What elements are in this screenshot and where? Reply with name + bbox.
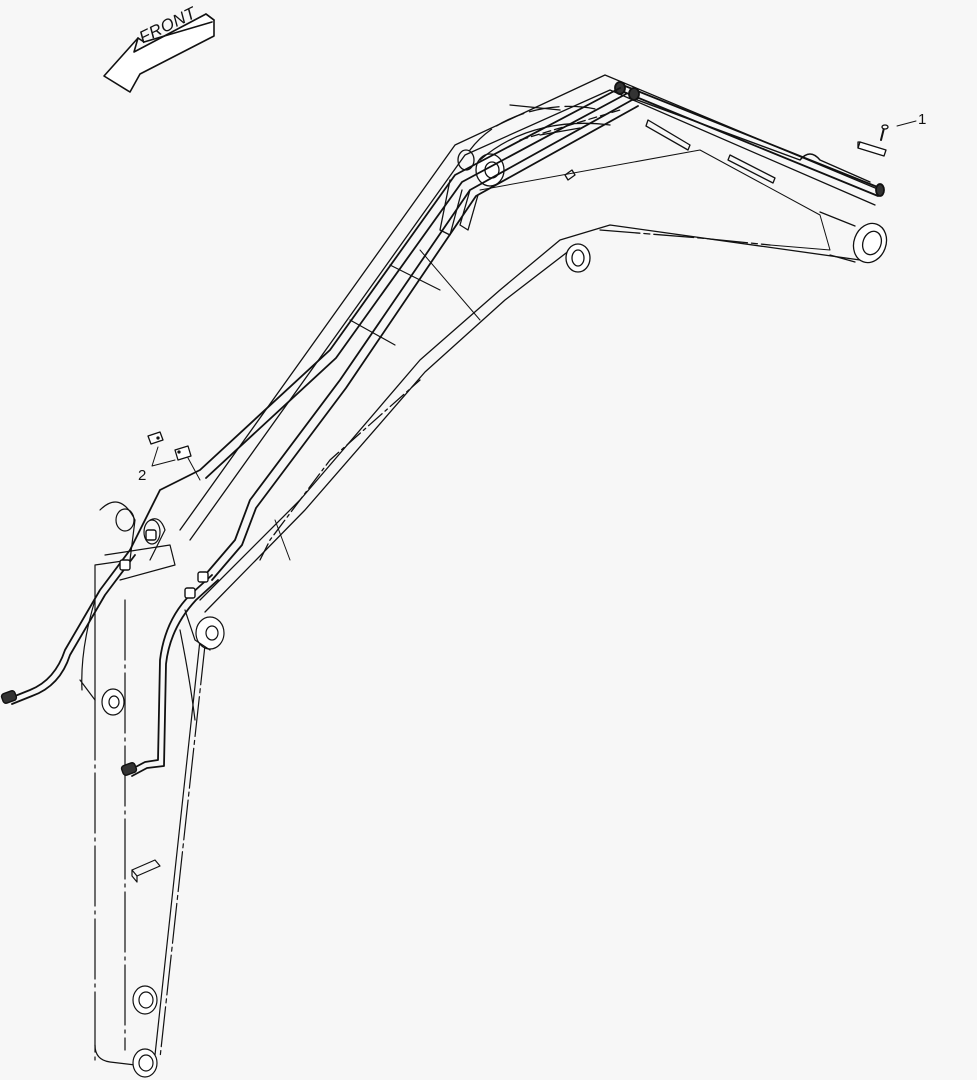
callout-2: 2: [138, 467, 147, 484]
part-2-clamp-plates: [147, 431, 201, 481]
arm: [79, 501, 225, 1078]
boom: [179, 74, 888, 613]
front-arrow-icon: [103, 13, 215, 93]
hose-fittings: [0, 529, 209, 776]
hydraulic-pipes-boom: [129, 81, 885, 581]
callout-1: 1: [918, 111, 927, 128]
part-1-bolt-and-block: [857, 120, 917, 157]
